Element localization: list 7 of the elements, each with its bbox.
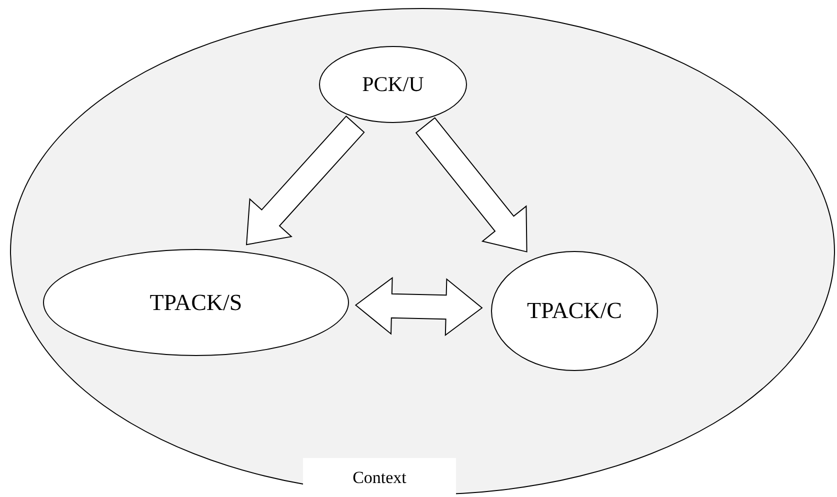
context-label: Context [303,458,456,497]
block-arrow [415,117,528,252]
node-label: TPACK/S [150,290,242,316]
double-block-arrow [354,276,483,336]
block-arrow [246,116,365,246]
node-label: PCK/U [362,72,424,97]
node-label: TPACK/C [526,298,622,324]
